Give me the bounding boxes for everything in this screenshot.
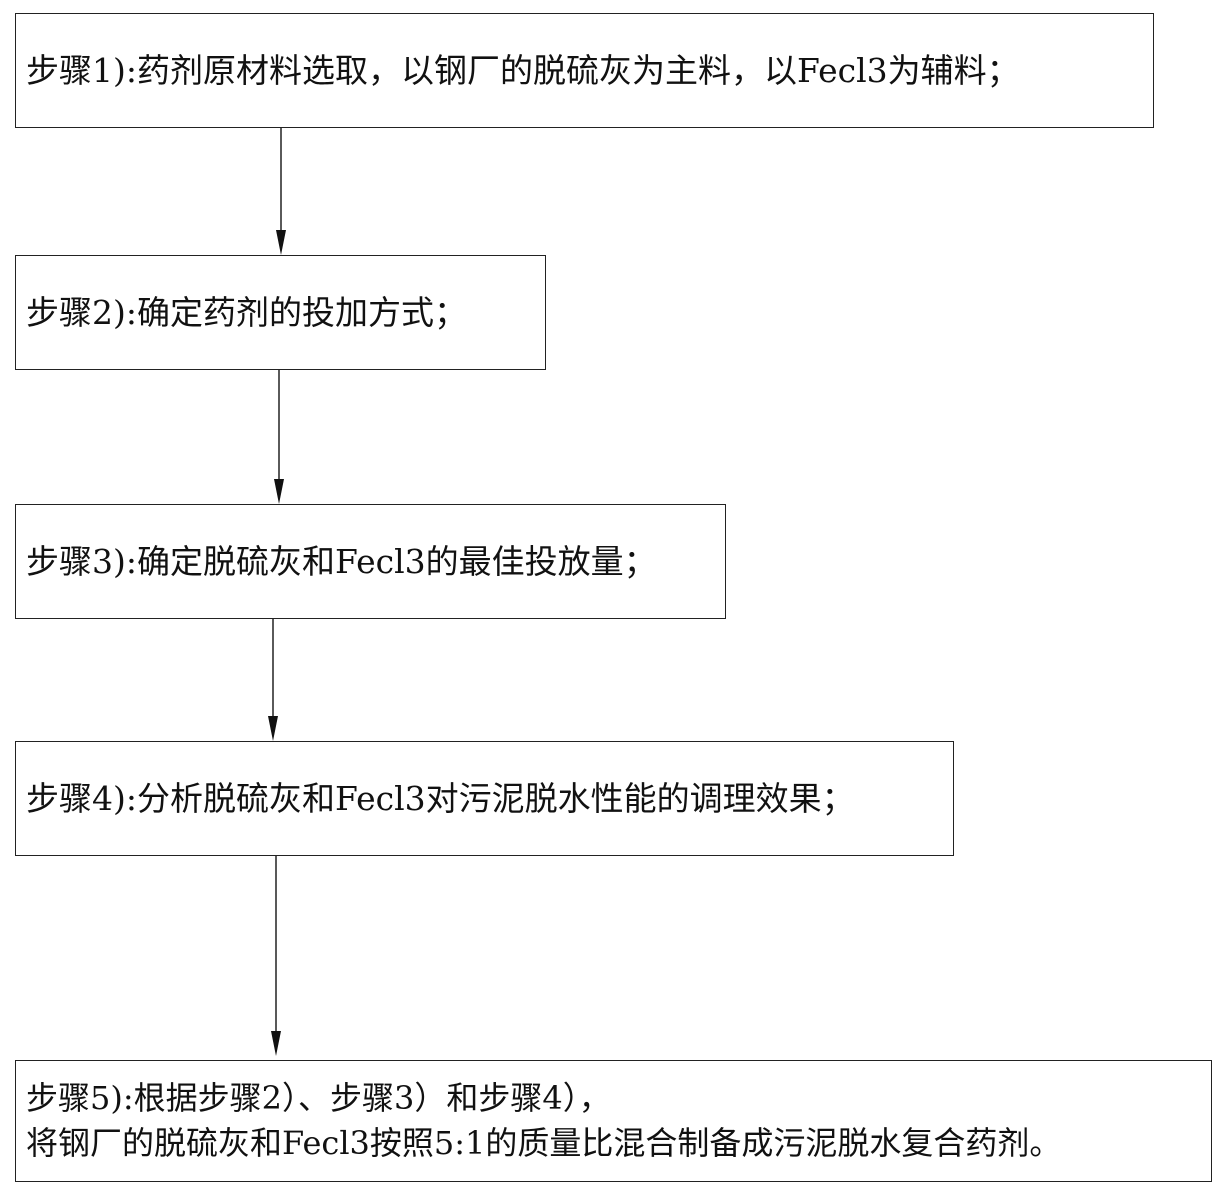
- step-5-line-1: 步骤5):根据步骤2）、步骤3）和步骤4），: [26, 1078, 611, 1117]
- step-4-box: 步骤4):分析脱硫灰和Fecl3对污泥脱水性能的调理效果；: [15, 741, 954, 856]
- step-5-box: 步骤5):根据步骤2）、步骤3）和步骤4）， 将钢厂的脱硫灰和Fecl3按照5:…: [15, 1060, 1212, 1182]
- step-3-text: 步骤3):确定脱硫灰和Fecl3的最佳投放量；: [26, 541, 657, 581]
- arrow-1-to-2-head: [276, 230, 286, 255]
- step-2-text: 步骤2):确定药剂的投加方式；: [26, 292, 467, 332]
- step-5-line-2: 将钢厂的脱硫灰和Fecl3按照5:1的质量比混合制备成污泥脱水复合药剂。: [26, 1124, 1062, 1162]
- step-1-text: 步骤1):药剂原材料选取，以钢厂的脱硫灰为主料，以Fecl3为辅料；: [26, 50, 1020, 90]
- arrow-3-to-4-head: [268, 716, 278, 741]
- arrow-4-to-5-head: [271, 1031, 281, 1056]
- step-3-box: 步骤3):确定脱硫灰和Fecl3的最佳投放量；: [15, 504, 726, 619]
- step-2-box: 步骤2):确定药剂的投加方式；: [15, 255, 546, 370]
- step-4-text: 步骤4):分析脱硫灰和Fecl3对污泥脱水性能的调理效果；: [26, 778, 855, 818]
- arrow-2-to-3-head: [274, 479, 284, 504]
- step-1-box: 步骤1):药剂原材料选取，以钢厂的脱硫灰为主料，以Fecl3为辅料；: [15, 13, 1154, 128]
